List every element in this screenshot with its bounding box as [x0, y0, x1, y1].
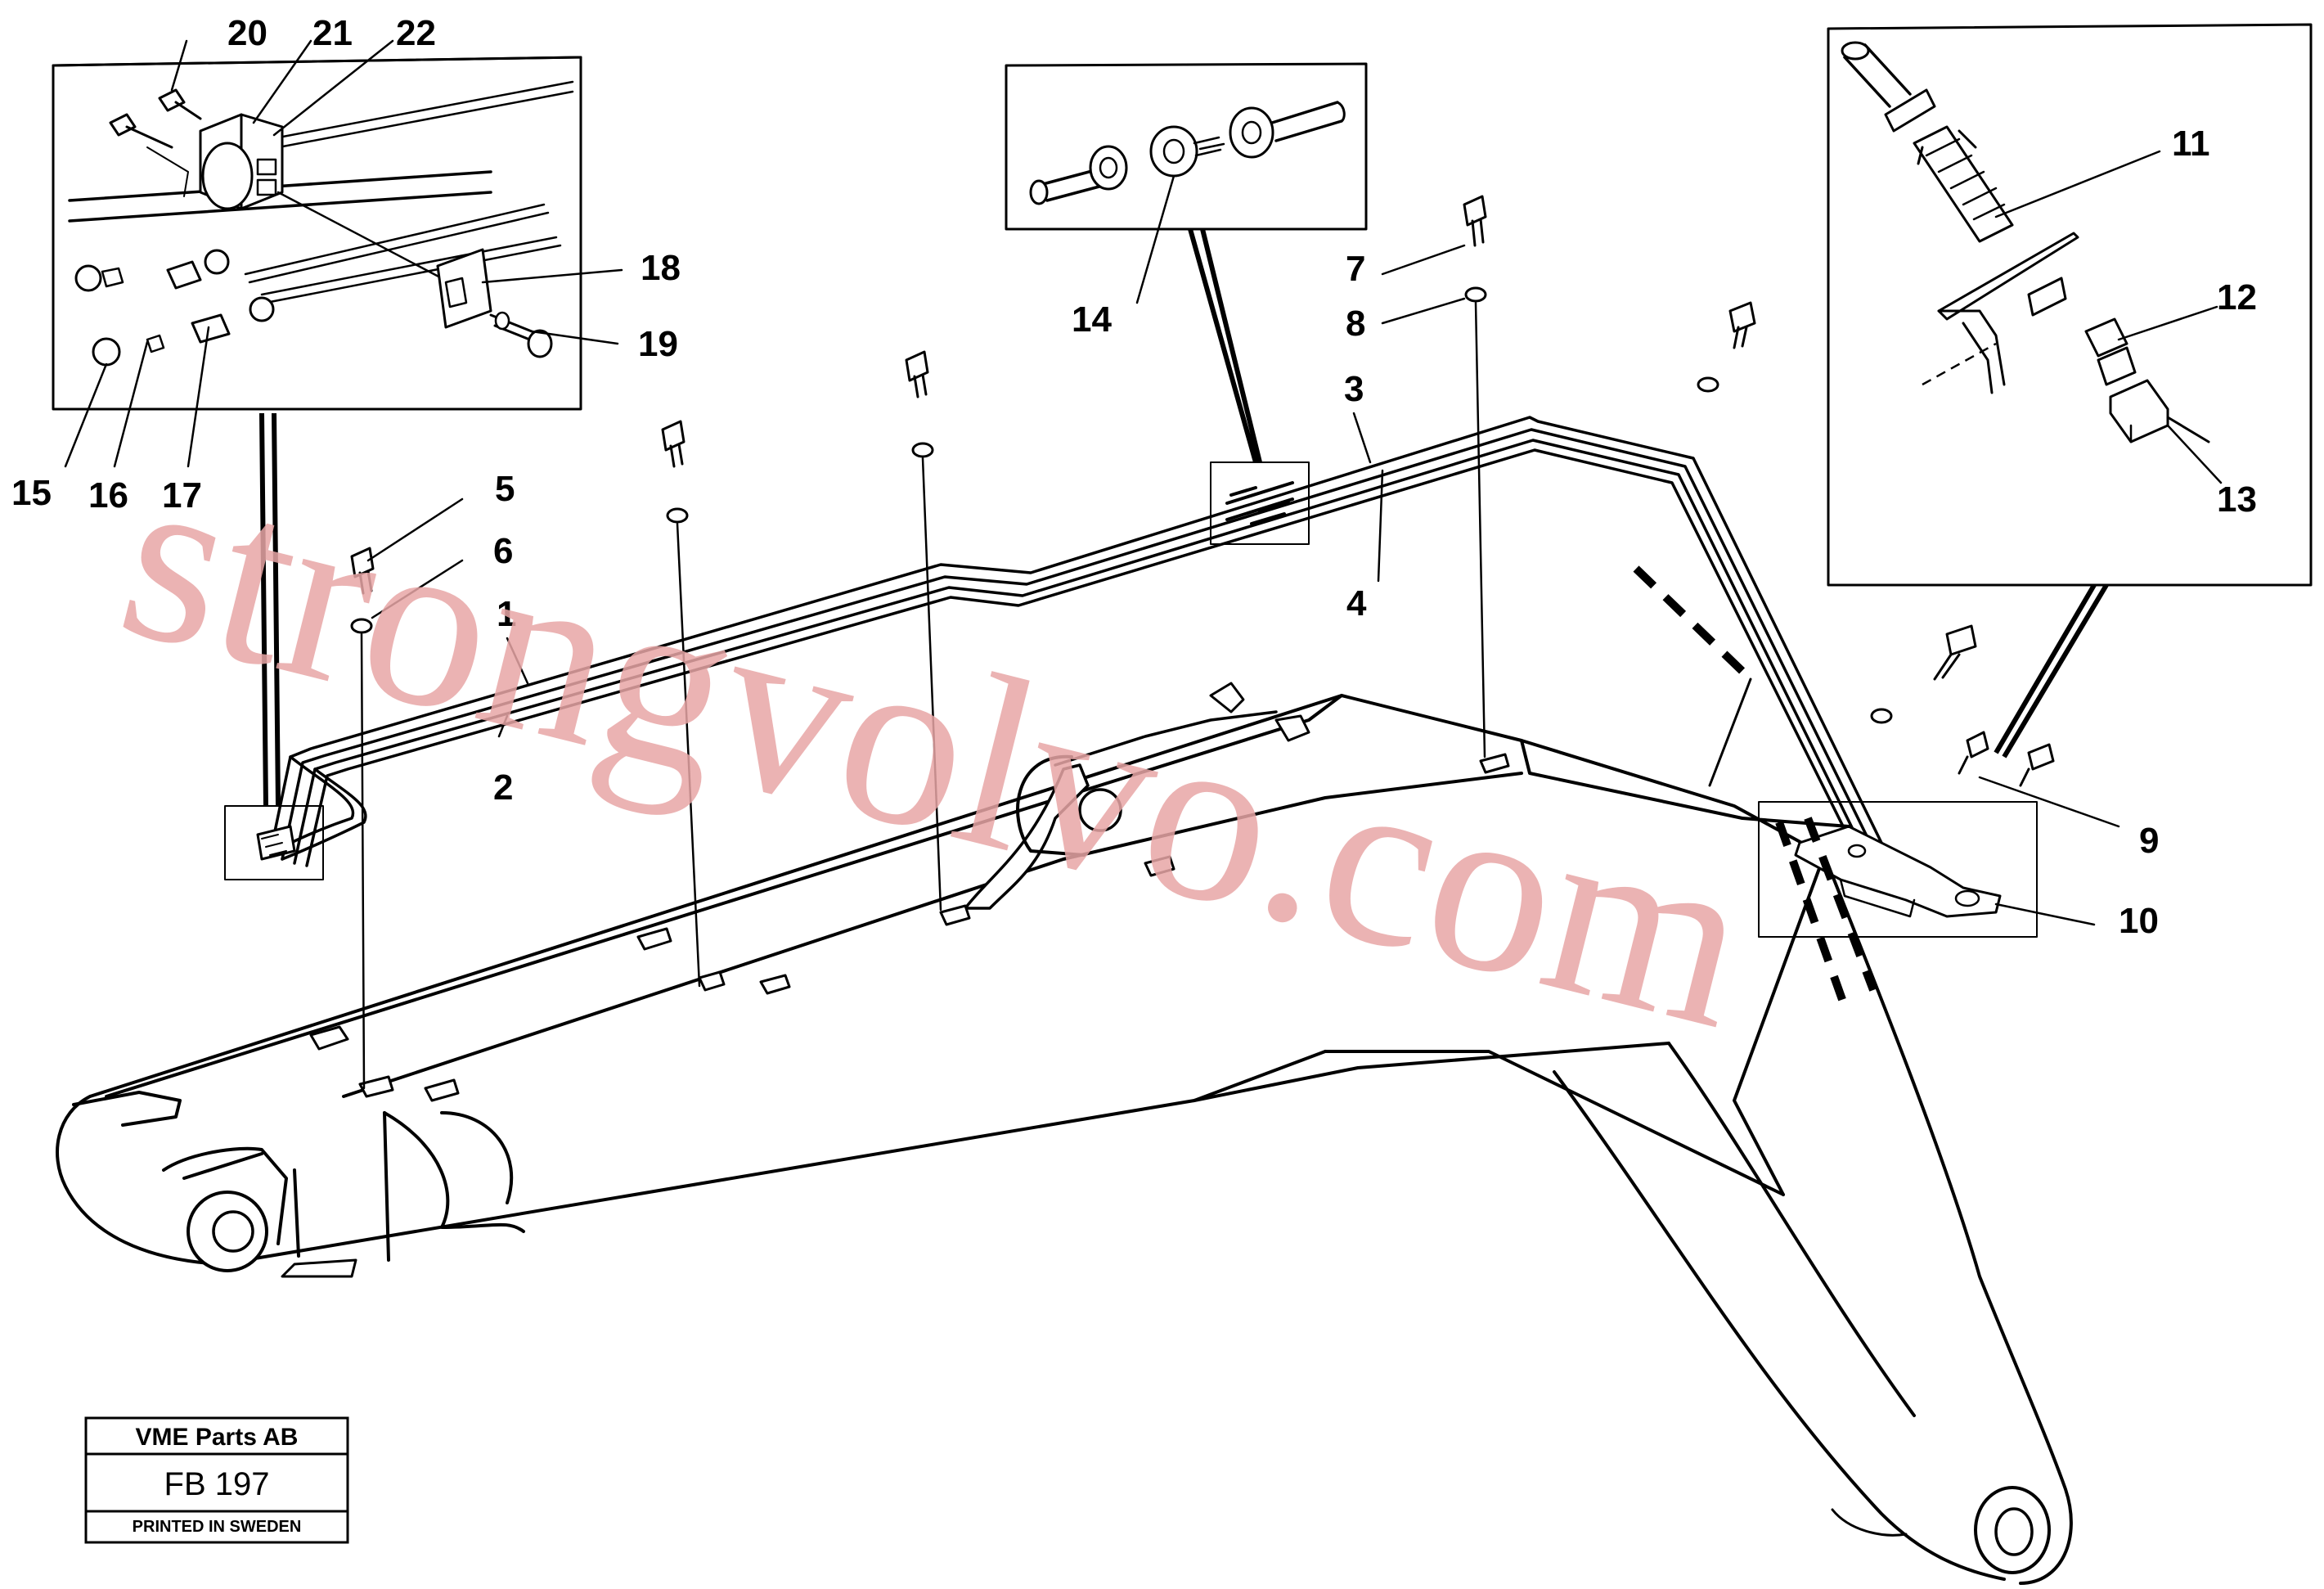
cylinder-mount-bracket	[964, 682, 1310, 910]
bolt-stack-7-8	[1463, 195, 1487, 758]
callout-1: 1	[497, 594, 516, 634]
title-block: VME Parts AB FB 197 PRINTED IN SWEDEN	[84, 1416, 349, 1544]
weld-seam-dashes	[1633, 565, 1877, 1008]
hose-clamp-pads	[309, 753, 1510, 1102]
inset-detail-15-22	[52, 56, 582, 411]
callout-12: 12	[2217, 277, 2257, 317]
callout-20: 20	[227, 13, 267, 53]
callout-19: 19	[638, 324, 678, 364]
callout-5: 5	[495, 469, 515, 509]
callout-2: 2	[493, 767, 513, 808]
callout-8: 8	[1346, 304, 1365, 344]
callout-labels: 20 21 22 18 19 15 16 17 5 6 1 2 14 7 8 3…	[11, 13, 2257, 941]
callout-3: 3	[1344, 369, 1364, 409]
pipe-connector-rear	[224, 805, 324, 880]
bolt-stack-mid	[661, 420, 701, 988]
callout-16: 16	[88, 475, 128, 515]
callout-15: 15	[11, 473, 52, 513]
callout-leaders	[64, 39, 2223, 926]
leader-inset-11-13	[1994, 583, 2109, 758]
callout-18: 18	[641, 248, 681, 288]
callout-9: 9	[2139, 821, 2159, 861]
callout-13: 13	[2217, 479, 2257, 520]
leader-inset-14	[1188, 228, 1262, 463]
title-block-code: FB 197	[164, 1466, 270, 1502]
callout-11: 11	[2172, 124, 2210, 164]
title-block-company: VME Parts AB	[136, 1424, 299, 1451]
callout-17: 17	[162, 475, 202, 515]
inset-detail-14	[1005, 62, 1368, 231]
inset-detail-11-13	[1827, 23, 2313, 587]
title-block-footer: PRINTED IN SWEDEN	[133, 1518, 302, 1536]
callout-21: 21	[312, 13, 353, 53]
hydraulic-pipe-pair	[268, 416, 1883, 867]
bolt-stack-center	[905, 350, 942, 912]
rear-pin-bore	[187, 1191, 357, 1278]
callout-14: 14	[1072, 299, 1112, 340]
callout-6: 6	[493, 531, 513, 571]
front-pin-bore	[1831, 1486, 2051, 1574]
seam-connector	[1708, 677, 1752, 787]
callout-7: 7	[1346, 249, 1365, 289]
bolt-stack-9	[1870, 624, 2055, 787]
boom-arm	[56, 694, 2073, 1585]
bolt-stack-5-6	[350, 547, 375, 1090]
callout-10: 10	[2119, 901, 2159, 941]
bolt-stack-right	[1697, 301, 1756, 393]
callout-4: 4	[1346, 583, 1367, 623]
leader-inset-15-22	[259, 412, 281, 807]
callout-22: 22	[396, 13, 436, 53]
